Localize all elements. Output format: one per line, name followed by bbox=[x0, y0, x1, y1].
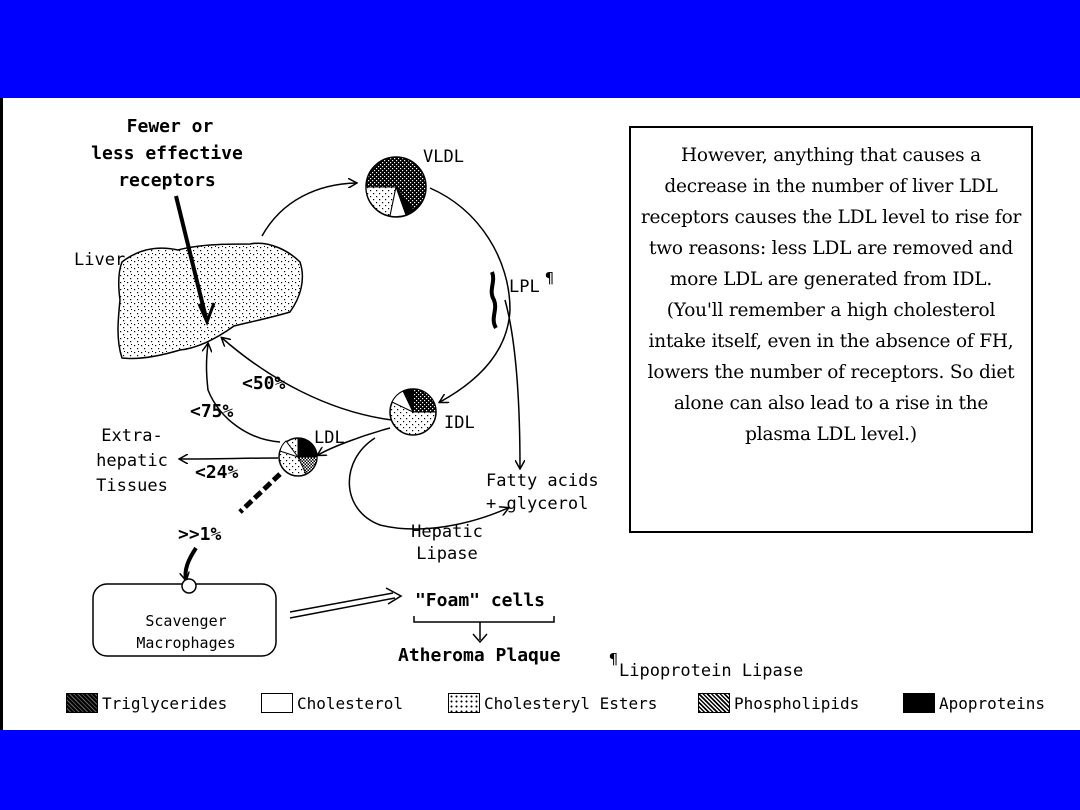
footnote-mark: ¶ bbox=[609, 650, 618, 668]
foam-cells-label: "Foam" cells bbox=[415, 590, 545, 611]
legend-label: Triglycerides bbox=[102, 693, 228, 713]
pct75-label: <75% bbox=[190, 401, 234, 422]
scavenger-label-1: Scavenger bbox=[145, 612, 226, 630]
legend-item-triglycerides: Triglycerides bbox=[66, 690, 227, 716]
ldl-particle bbox=[278, 437, 318, 477]
fatty-acids-label-1: Fatty acids bbox=[486, 471, 599, 491]
scavenger-label-2: Macrophages bbox=[136, 634, 235, 652]
hepatic-lipase-label-2: Lipase bbox=[416, 544, 477, 564]
legend-label: Cholesteryl Esters bbox=[484, 693, 658, 713]
legend-label: Phospholipids bbox=[734, 693, 860, 713]
liver-label: Liver bbox=[74, 250, 125, 270]
receptor-label-3: receptors bbox=[118, 170, 216, 191]
hepatic-lipase-label-1: Hepatic bbox=[411, 522, 483, 542]
panel-left-border bbox=[0, 98, 3, 730]
legend-swatch-phospholipids bbox=[698, 693, 730, 713]
vldl-particle bbox=[365, 156, 427, 218]
extrahepatic-label-1: Extra- bbox=[101, 426, 162, 446]
lpl-footnote-mark: ¶ bbox=[545, 269, 554, 287]
legend-swatch-cholesteryl-esters bbox=[448, 693, 480, 713]
legend-item-apoproteins: Apoproteins bbox=[903, 690, 1045, 716]
explanation-box: However, anything that causes a decrease… bbox=[629, 126, 1033, 533]
idl-label: IDL bbox=[444, 413, 475, 433]
receptor-label-1: Fewer or bbox=[127, 116, 214, 137]
liver-shape bbox=[117, 242, 304, 360]
legend-item-cholesteryl-esters: Cholesteryl Esters bbox=[448, 690, 657, 716]
legend-label: Apoproteins bbox=[939, 693, 1045, 713]
pct1-label: >>1% bbox=[178, 524, 222, 545]
ldl-label: LDL bbox=[314, 428, 345, 448]
pct50-label: <50% bbox=[242, 373, 286, 394]
macrophage-flow bbox=[238, 472, 282, 514]
legend: Triglycerides Cholesterol Cholesteryl Es… bbox=[66, 690, 1066, 718]
atheroma-label: Atheroma Plaque bbox=[398, 645, 561, 666]
flow-arrows bbox=[180, 183, 555, 644]
receptor-label-2: less effective bbox=[91, 143, 243, 164]
legend-swatch-triglycerides bbox=[66, 693, 98, 713]
legend-label: Cholesterol bbox=[297, 693, 403, 713]
lpl-label: LPL bbox=[509, 277, 540, 297]
pct24-label: <24% bbox=[195, 462, 239, 483]
vldl-label: VLDL bbox=[423, 147, 464, 167]
extrahepatic-label-2: hepatic bbox=[96, 451, 168, 471]
legend-swatch-cholesterol bbox=[261, 693, 293, 713]
footnote-label: Lipoprotein Lipase bbox=[619, 661, 803, 681]
lipoprotein-metabolism-diagram: Fewer or less effective receptors Liver … bbox=[74, 116, 803, 681]
explanation-text: However, anything that causes a decrease… bbox=[640, 145, 1022, 445]
legend-item-phospholipids: Phospholipids bbox=[698, 690, 859, 716]
legend-item-cholesterol: Cholesterol bbox=[261, 690, 403, 716]
idl-particle bbox=[389, 388, 437, 436]
lpl-enzyme-icon bbox=[489, 271, 498, 330]
receptor-pointer bbox=[174, 195, 208, 319]
extrahepatic-label-3: Tissues bbox=[96, 476, 168, 496]
legend-swatch-apoproteins bbox=[903, 693, 935, 713]
fatty-acids-label-2: + glycerol bbox=[486, 494, 588, 514]
